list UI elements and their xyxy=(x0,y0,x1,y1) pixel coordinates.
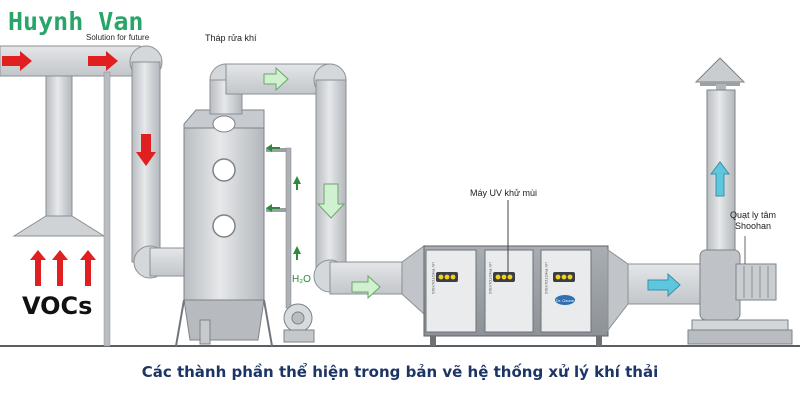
brand-tagline: Solution for future xyxy=(86,33,150,42)
fan-label-line1: Quạt ly tâm xyxy=(730,210,777,220)
vocs-label: VOCs xyxy=(22,292,93,320)
uv-logo-badge xyxy=(555,295,575,305)
brand-name: Huynh Van xyxy=(8,7,144,36)
uv-machine-label: Máy UV khử mùi xyxy=(470,188,538,198)
pump xyxy=(283,303,315,343)
intake-hood xyxy=(0,45,141,347)
green-flow-arrows xyxy=(263,66,381,300)
inlet-duct xyxy=(129,45,187,279)
red-flow-arrows xyxy=(2,51,156,286)
cyan-flow-arrows xyxy=(647,161,730,298)
fan-label: Quạt ly tâm Shoohan xyxy=(730,210,776,232)
uv-panel-text-2: UV PHOTOLYSIS xyxy=(488,262,493,294)
outlet-duct xyxy=(209,63,425,316)
uv-panel-text-3: UV PHOTOLYSIS xyxy=(544,262,549,294)
uv-panel-text-1: UV PHOTOLYSIS xyxy=(431,262,436,294)
uv-machine xyxy=(423,200,609,346)
scrubber-tower xyxy=(175,109,292,347)
tower-label: Tháp rửa khí xyxy=(205,33,257,43)
diagram-caption: Các thành phần thể hiện trong bản vẽ hệ … xyxy=(141,363,659,381)
uv-logo-text: Dr. Ozone xyxy=(556,298,575,303)
water-flow-arrows xyxy=(266,144,301,260)
fan-label-line2: Shoohan xyxy=(734,221,772,231)
centrifugal-fan xyxy=(687,57,793,345)
water-label: H₂O xyxy=(292,274,311,285)
brand-logo: Huynh Van Solution for future xyxy=(8,7,150,43)
uv-indicators xyxy=(438,274,573,280)
